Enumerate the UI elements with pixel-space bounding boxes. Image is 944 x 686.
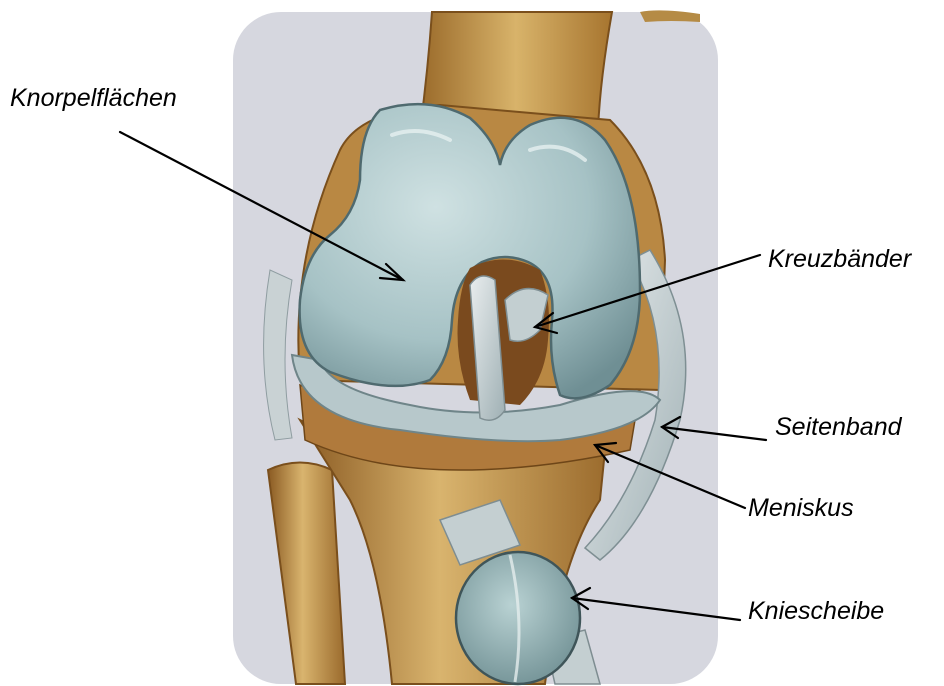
label-collateral-ligament: Seitenband	[775, 415, 902, 440]
label-meniscus: Meniskus	[748, 496, 854, 521]
tendon-fragment	[640, 10, 700, 22]
label-kneecap: Kniescheibe	[748, 599, 884, 624]
label-cruciate-ligaments: Kreuzbänder	[768, 247, 911, 272]
label-cartilage-surfaces: Knorpelflächen	[10, 86, 177, 111]
